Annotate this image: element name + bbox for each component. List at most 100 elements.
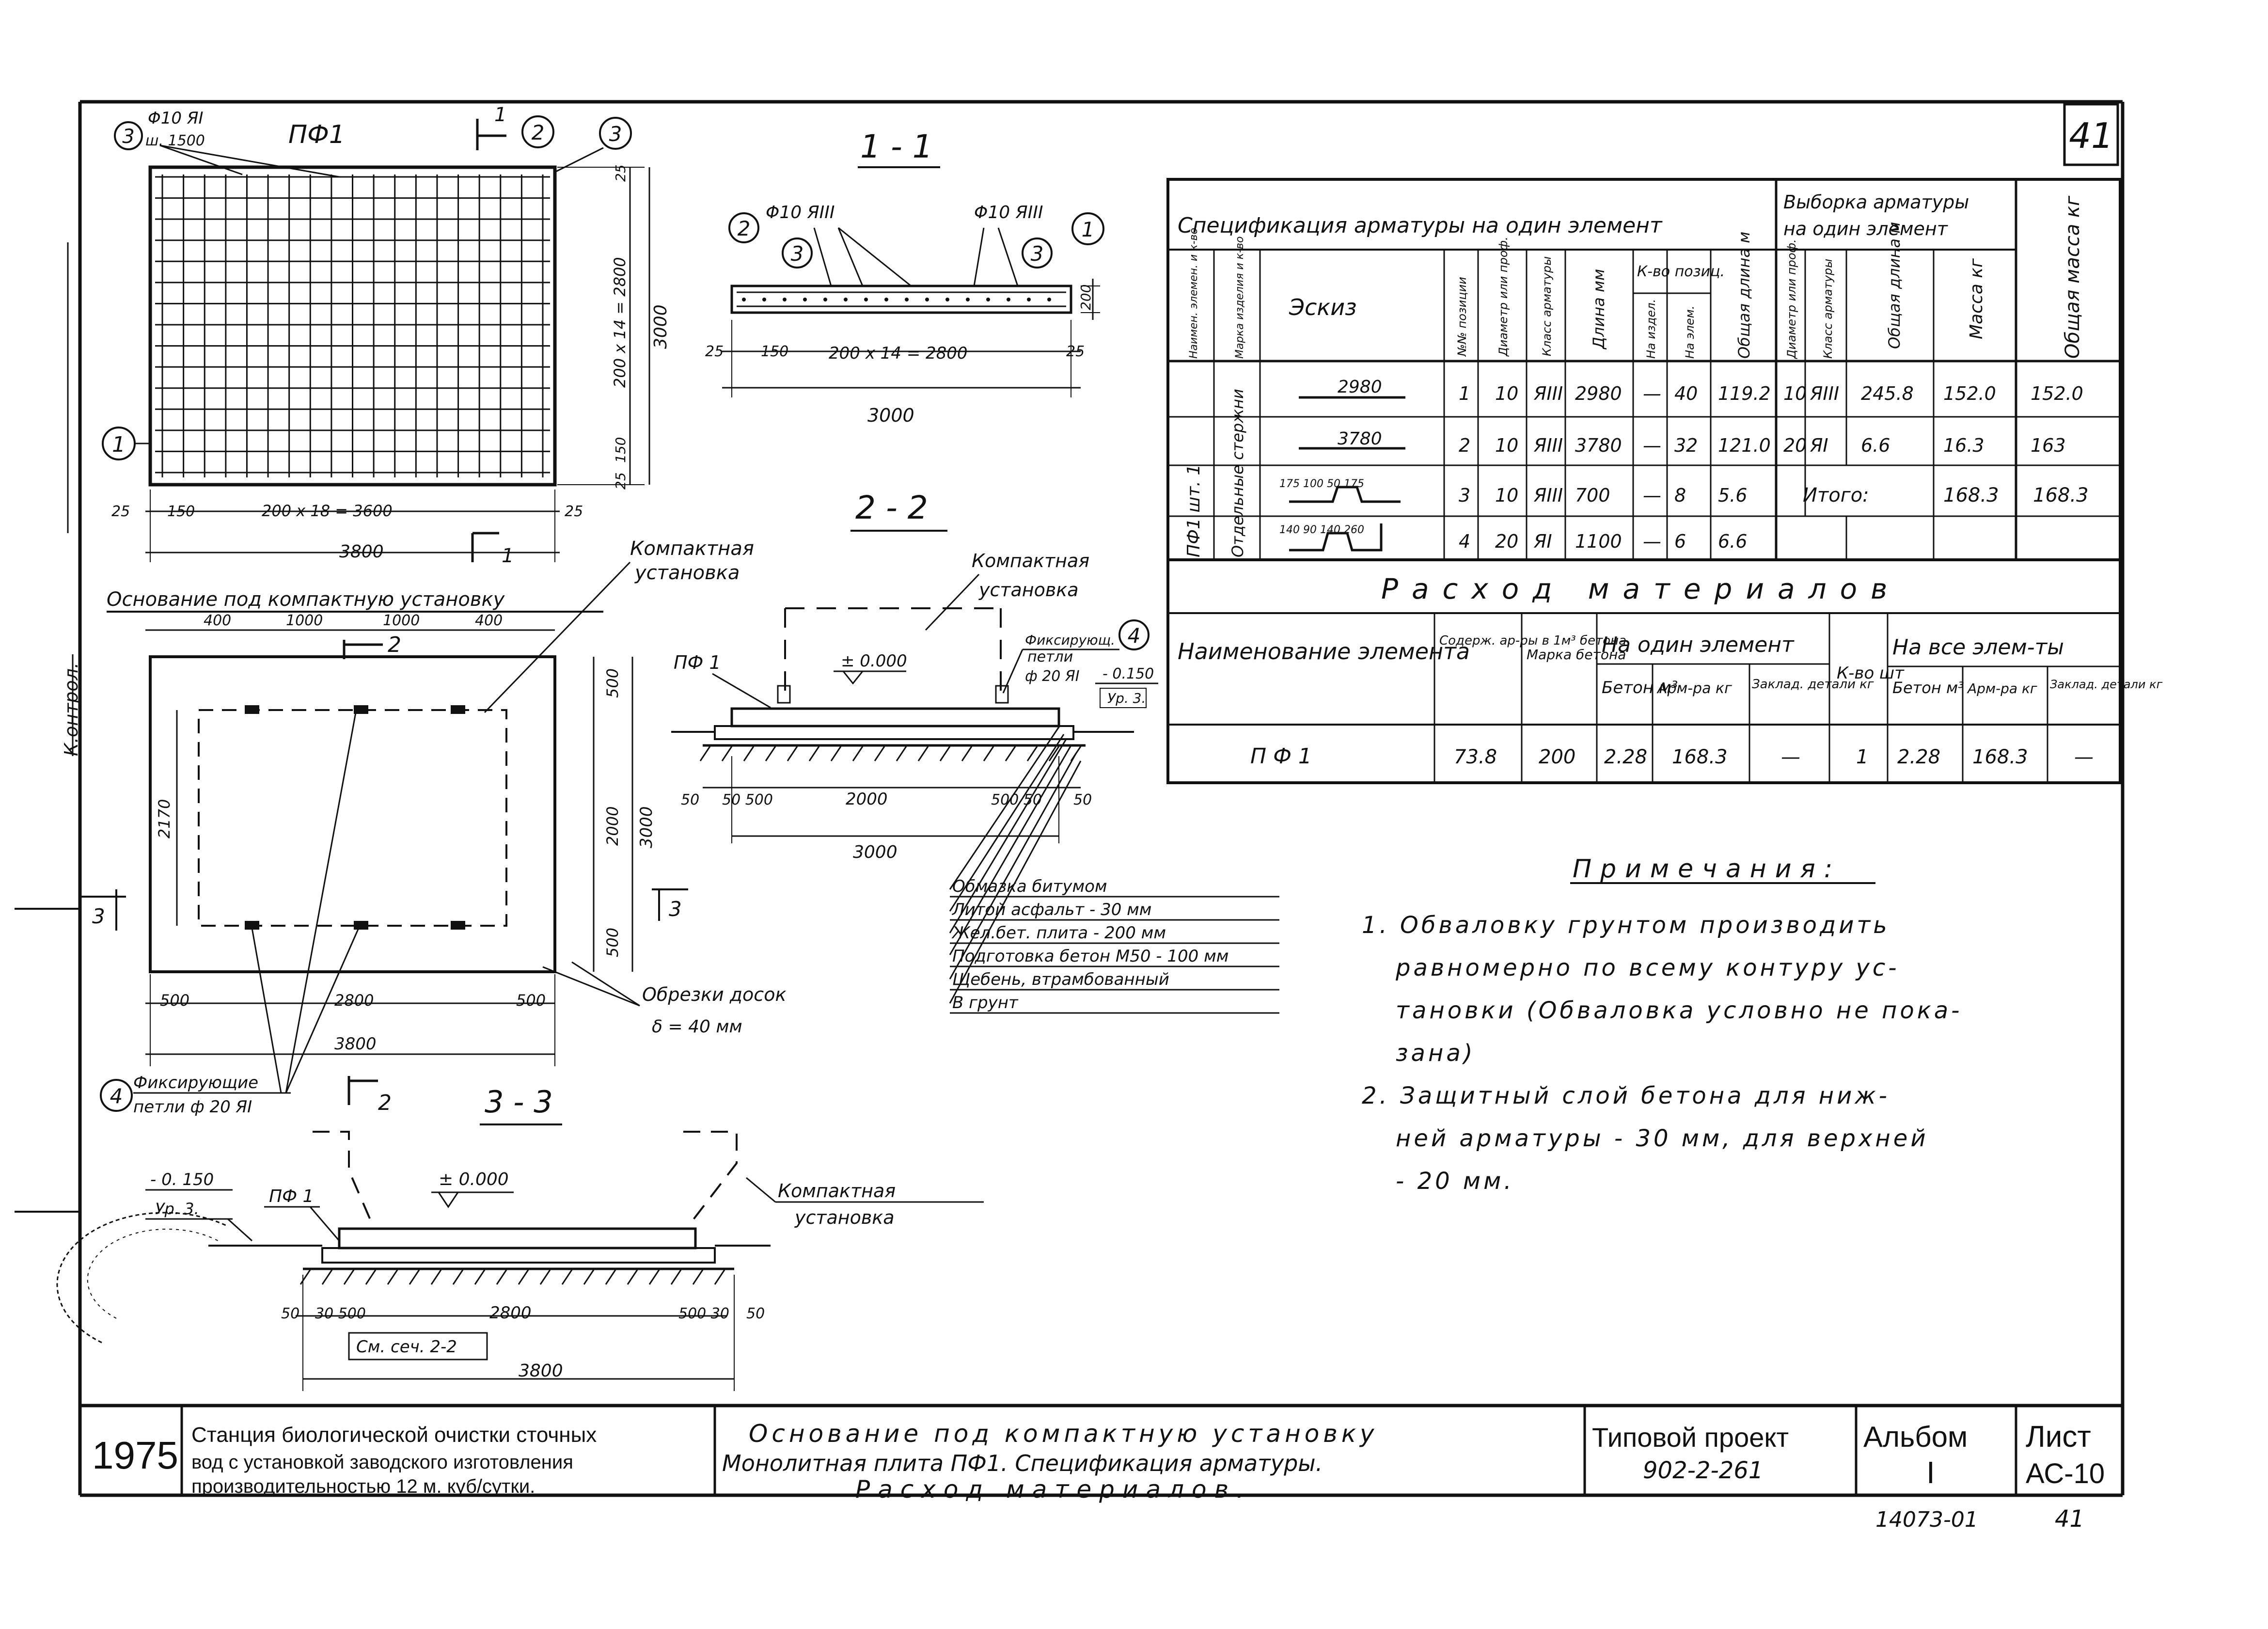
dim-right-mid: 200 x 14 = 2800 (611, 257, 629, 388)
album-number: I (1926, 1455, 1935, 1490)
dim-right-top: 25 (613, 164, 629, 182)
ground-hatch (670, 1269, 682, 1285)
spec-cell-pos: 2 (1459, 435, 1470, 456)
ground-hatch (539, 1269, 551, 1285)
rebar-dot (945, 298, 949, 301)
dim-right-total: 3000 (651, 304, 671, 349)
sample-cell-total: 163 (2031, 435, 2066, 456)
ground-hatch (765, 746, 776, 761)
h-per-element: На элем. (1683, 306, 1697, 359)
s22-fix-3: ф 20 ЯI (1025, 668, 1080, 685)
note-line: - 20 мм. (1396, 1168, 1514, 1195)
note-line: равномерно по всему контуру ус- (1395, 954, 1900, 981)
m-h-rebar2: Арм-ра кг (1967, 680, 2037, 696)
dim-bottom-150: 150 (167, 503, 195, 520)
h-pos: №№ позиции (1455, 277, 1469, 357)
spec-cell-per_element: 40 (1674, 383, 1698, 404)
s22-compact-2: установка (978, 579, 1079, 601)
sheet-title-1: Основание под компактную установку (749, 1420, 1378, 1448)
ground-hatch (874, 746, 885, 761)
itogo-itogo_label: Итого: (1803, 484, 1869, 506)
itogo-itogo_total: 168.3 (2033, 484, 2089, 506)
h-element: Наимен. элемен. и к-во (1188, 228, 1200, 359)
dim-1000a: 1000 (286, 612, 323, 629)
dim-bottom-25a: 25 (111, 503, 130, 520)
s33-level-neg: - 0. 150 (150, 1170, 214, 1189)
ground-hatch (714, 1269, 725, 1285)
m-h-per-one: На один элемент (1602, 633, 1795, 657)
layer-item: В грунт (952, 993, 1019, 1012)
section-2-2: 2 - 2 Компактная установка ± 0.000 ПФ 1 … (671, 489, 1158, 862)
s11-dim-total: 3000 (867, 405, 914, 426)
h-s-diam: Диаметр или проф. (1785, 239, 1798, 359)
ground-hatch (452, 1269, 464, 1285)
sheet-number-top: 41 (2069, 115, 2113, 156)
m-h-grade: Марка бетона (1527, 647, 1626, 663)
dim-bottom-25b: 25 (565, 503, 583, 520)
s33-see-section: См. сеч. 2-2 (356, 1337, 457, 1357)
ground-hatch (409, 1269, 420, 1285)
spec-cell-diam: 10 (1495, 435, 1518, 456)
s11-bar-right: Φ10 ЯIII (974, 203, 1043, 222)
s11-callout-3a: 3 (791, 242, 804, 266)
spec-cell-per_element: 8 (1674, 485, 1686, 506)
ground-hatch (917, 746, 929, 761)
s33-pf1: ПФ 1 (269, 1186, 314, 1206)
sample-cell-cls: ЯI (1810, 435, 1828, 456)
m-row-rebar2: 168.3 (1972, 746, 2028, 768)
ground-hatch (852, 746, 864, 761)
ground-hatch (605, 1269, 616, 1285)
callout-3a: 3 (122, 126, 134, 148)
spec-cell-length: 1100 (1575, 531, 1622, 552)
sample-cell-diam: 20 (1783, 435, 1807, 456)
rebar-dot (783, 298, 787, 301)
round-stamp (56, 1212, 228, 1344)
spec-cell-total: 119.2 (1718, 383, 1771, 404)
ground-hatch (830, 746, 842, 761)
section-2-2-title: 2 - 2 (855, 489, 928, 526)
dim-500a: 500 (603, 668, 622, 698)
section-mark-1-bottom: 1 (502, 545, 514, 567)
ground-hatch (583, 1269, 595, 1285)
note-line: тановки (Обваловка условно не пока- (1396, 997, 1962, 1024)
note-line: ней арматуры - 30 мм, для верхней (1396, 1125, 1929, 1152)
spec-cell-total: 6.6 (1718, 531, 1747, 552)
base-plan: Основание под компактную установку 400 1… (80, 538, 786, 1117)
s11-callout-1: 1 (1082, 218, 1095, 241)
ground-hatch (743, 746, 755, 761)
fix-loops-2: петли ф 20 ЯI (133, 1097, 252, 1117)
layer-item: Литой асфальт - 30 мм (951, 900, 1151, 919)
note-line: 2. Защитный слой бетона для ниж- (1362, 1082, 1890, 1109)
ground-hatch (896, 746, 907, 761)
project-line-2: вод с установкой заводского изготовления (191, 1452, 573, 1473)
ground-hatch (561, 1269, 573, 1285)
ground-hatch (387, 1269, 398, 1285)
callout-1: 1 (112, 432, 126, 457)
materials-table: Расход материалов Наименование элемента … (1166, 558, 2163, 784)
section-mark-1: 1 (494, 104, 506, 126)
ground-hatch (961, 746, 973, 761)
spec-cell-length: 700 (1575, 485, 1610, 506)
project-line-1: Станция биологической очистки сточных (191, 1423, 597, 1447)
page-num: 41 (2055, 1505, 2084, 1533)
section-1-1-title: 1 - 1 (860, 128, 933, 165)
spec-cell-pos: 4 (1459, 531, 1470, 552)
note-line: зана) (1396, 1040, 1475, 1067)
s22-level-0: ± 0.000 (841, 651, 907, 671)
compact-label-2: установка (634, 562, 740, 584)
rebar-dot (966, 298, 970, 301)
s22-dim-50-500: 50 500 (722, 791, 773, 808)
s22-level-ur: Ур. 3. (1107, 690, 1146, 706)
m-row-concrete2: 2.28 (1897, 746, 1940, 768)
layer-item: Щебень, втрамбованный (952, 970, 1169, 989)
section-mark-3-right: 3 (669, 897, 682, 921)
sample-cell-total: 152.0 (2031, 383, 2083, 404)
rebar-dot (864, 298, 868, 301)
rebar-label: Φ10 ЯI (148, 109, 203, 128)
sheet-frame (15, 100, 2125, 1497)
rebar-dot (986, 298, 990, 301)
inventory: 14073-01 (1875, 1507, 1978, 1532)
m-row-embedded: — (1781, 746, 1800, 768)
m-h-name-text: Наименование элемента (1178, 638, 1470, 664)
s11-dim-150: 150 (761, 343, 788, 360)
